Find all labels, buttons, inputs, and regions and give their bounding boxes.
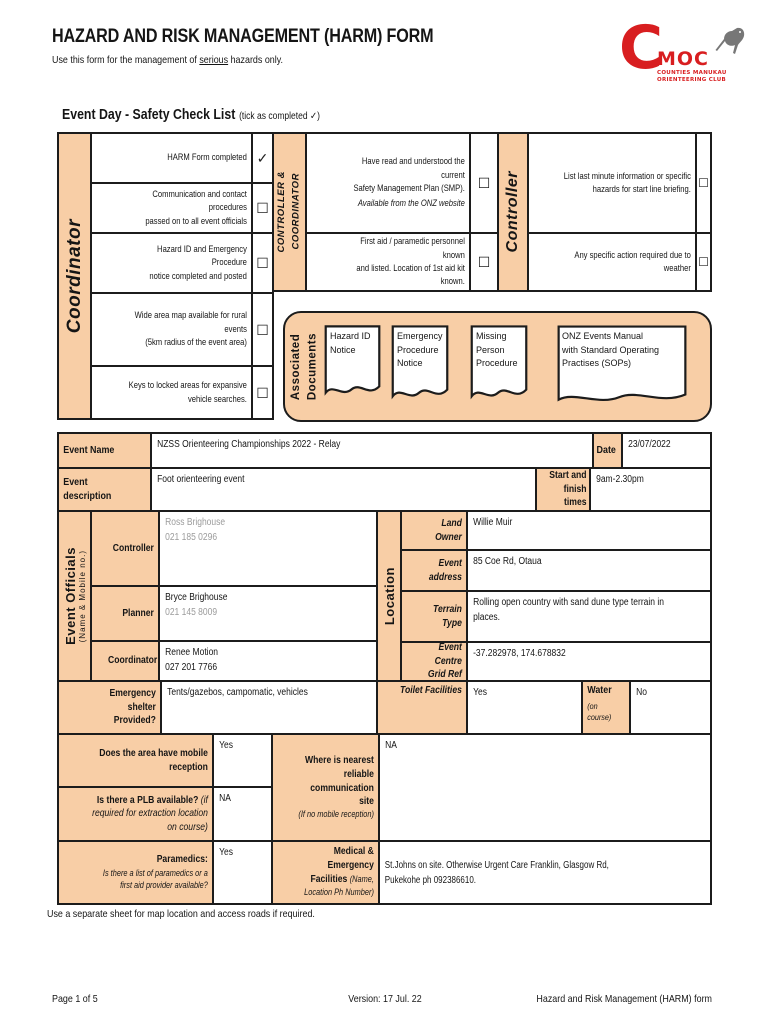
planner-name-value: Bryce Brighouse 021 145 8009 <box>158 585 378 642</box>
medical-facilities-value: St.Johns on site. Otherwise Urgent Care … <box>378 840 712 905</box>
grid-ref-label: Event Centre Grid Ref <box>400 641 468 682</box>
plb-value: NA <box>212 786 273 842</box>
footer-page-number: Page 1 of 5 <box>52 993 98 1005</box>
document-shape: Missing Person Procedure <box>470 324 528 406</box>
terrain-type-value: Rolling open country with sand dune type… <box>466 590 712 643</box>
water-label: Water (on course) <box>581 680 631 735</box>
page-title: HAZARD AND RISK MANAGEMENT (HARM) FORM <box>52 26 434 47</box>
location-label: Location <box>376 510 402 682</box>
event-name-label: Event Name <box>57 432 152 469</box>
checkbox[interactable]: ☐ <box>256 321 269 338</box>
checkbox[interactable]: ☐ <box>256 255 269 271</box>
checklist-item: First aid / paramedic personnel known an… <box>305 232 471 292</box>
page-subtitle: Use this form for the management of seri… <box>52 54 284 66</box>
paramedics-label: Paramedics: Is there a list of paramedic… <box>57 840 214 905</box>
controller-role-label: Controller <box>90 510 160 587</box>
plb-label: Is there a PLB available? (if required f… <box>57 786 214 842</box>
emergency-shelter-value: Tents/gazebos, campomatic, vehicles <box>160 680 378 735</box>
logo-c-letter: C <box>619 13 664 83</box>
emergency-shelter-label: Emergency shelter Provided? <box>57 680 162 735</box>
toilet-facilities-value: Yes <box>466 680 583 735</box>
checkbox-cell[interactable]: ☐ <box>695 132 712 234</box>
document-shape: ONZ Events Manual with Standard Operatin… <box>556 324 688 410</box>
checklist-item: Keys to locked areas for expansive vehic… <box>90 365 253 420</box>
associated-documents-label: Associated Documents <box>290 332 319 401</box>
checkbox-cell[interactable]: ☐ <box>469 232 499 292</box>
land-owner-value: Willie Muir <box>466 510 712 551</box>
checkbox-cell[interactable]: ☐ <box>251 292 274 367</box>
checkbox-cell[interactable]: ☐ <box>469 132 499 234</box>
paramedics-value: Yes <box>212 840 273 905</box>
event-name-value: NZSS Orienteering Championships 2022 - R… <box>150 432 594 469</box>
checklist-item: HARM Form completed <box>90 132 253 184</box>
checkbox-cell[interactable]: ✓ <box>251 132 274 184</box>
logo-club-line1: COUNTIES MANUKAU <box>657 70 727 76</box>
mobile-reception-value: Yes <box>212 733 273 788</box>
footnote: Use a separate sheet for map location an… <box>47 908 315 920</box>
kiwi-icon <box>713 26 747 62</box>
mobile-reception-label: Does the area have mobile reception <box>57 733 214 788</box>
checkbox-cell[interactable]: ☐ <box>251 365 274 420</box>
event-address-value: 85 Coe Rd, Otaua <box>466 549 712 592</box>
checkbox[interactable]: ☐ <box>256 200 269 216</box>
start-finish-times-value: 9am-2.30pm <box>589 467 712 512</box>
logo-club-line2: ORIENTEERING CLUB <box>657 77 726 83</box>
checkbox[interactable]: ☐ <box>256 384 269 401</box>
medical-facilities-label: Medical & Emergency Facilities (Name, Lo… <box>271 840 380 905</box>
checklist-item: List last minute information or specific… <box>527 132 697 234</box>
communication-site-value: NA <box>378 733 712 842</box>
terrain-type-label: Terrain Type <box>400 590 468 643</box>
footer-doc-title: Hazard and Risk Management (HARM) form <box>536 993 712 1005</box>
club-logo: C MOC COUNTIES MANUKAU ORIENTEERING CLUB <box>613 18 758 94</box>
checkbox-cell[interactable]: ☐ <box>251 232 274 294</box>
checklist-item: Communication and contact procedures pas… <box>90 182 253 234</box>
date-value: 23/07/2022 <box>621 432 712 469</box>
coordinator-section-label: Coordinator <box>57 132 92 420</box>
document-shape: Emergency Procedure Notice <box>391 324 449 406</box>
checkbox[interactable]: ☐ <box>698 176 709 190</box>
checkbox[interactable]: ✓ <box>256 150 269 166</box>
event-description-label: Event description <box>57 467 152 512</box>
checklist-item: Any specific action required due to weat… <box>527 232 697 292</box>
coordinator-name-value: Renee Motion 027 201 7766 <box>158 640 378 682</box>
footer-version: Version: 17 Jul. 22 <box>348 993 422 1005</box>
checkbox-cell[interactable]: ☐ <box>695 232 712 292</box>
document-shape: Hazard ID Notice <box>324 324 381 402</box>
event-address-label: Event address <box>400 549 468 592</box>
toilet-facilities-label: Toilet Facilities <box>376 680 468 735</box>
controller-coordinator-section-label: CONTROLLER & COORDINATOR <box>272 132 307 292</box>
checklist-item: Have read and understood the current Saf… <box>305 132 471 234</box>
start-finish-times-label: Start and finish times <box>535 467 591 512</box>
checkbox[interactable]: ☐ <box>477 254 491 270</box>
checkbox-cell[interactable]: ☐ <box>251 182 274 234</box>
date-label: Date <box>592 432 623 469</box>
checklist-item: Wide area map available for rural events… <box>90 292 253 367</box>
planner-role-label: Planner <box>90 585 160 642</box>
controller-name-value: Ross Brighouse 021 185 0296 <box>158 510 378 587</box>
checklist-heading: Event Day - Safety Check List (tick as c… <box>62 107 320 123</box>
checklist-item: Hazard ID and Emergency Procedure notice… <box>90 232 253 294</box>
controller-section-label: Controller <box>497 132 529 292</box>
checkbox[interactable]: ☐ <box>477 175 491 191</box>
event-description-value: Foot orienteering event <box>150 467 537 512</box>
event-officials-label: Event Officials (Name & Mobile no.) <box>57 510 92 682</box>
grid-ref-value: -37.282978, 174.678832 <box>466 641 712 682</box>
coordinator-role-label: Coordinator <box>90 640 160 682</box>
water-value: No <box>629 680 712 735</box>
checkbox[interactable]: ☐ <box>698 255 709 269</box>
communication-site-label: Where is nearest reliable communication … <box>271 733 380 842</box>
logo-moc-text: MOC <box>657 48 710 70</box>
land-owner-label: Land Owner <box>400 510 468 551</box>
